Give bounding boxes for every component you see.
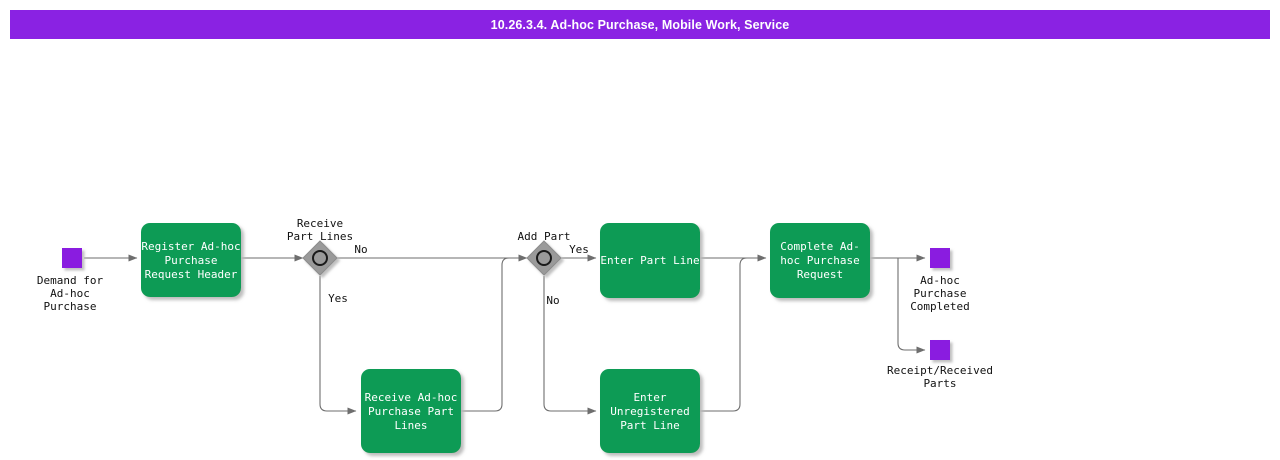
task-complete-label-line2: hoc Purchase	[780, 254, 859, 267]
task-receive-part-lines-label-line2: Purchase Part	[368, 405, 454, 418]
flow-label-gateway1-yes: Yes	[328, 292, 348, 305]
task-register-shape	[141, 223, 241, 297]
start-event-shape	[62, 248, 82, 268]
page-title: 10.26.3.4. Ad-hoc Purchase, Mobile Work,…	[490, 17, 790, 32]
start-event-label-line3: Purchase	[44, 300, 97, 313]
gateway-event-based-icon	[536, 250, 552, 266]
gateway-receive-part-lines-label-line2: Part Lines	[287, 230, 353, 243]
flow-gateway1-yes-to-receive-part-lines	[319, 276, 357, 415]
start-event-label-line1: Demand for	[37, 274, 104, 287]
diagram-title-bar: 10.26.3.4. Ad-hoc Purchase, Mobile Work,…	[10, 10, 1270, 39]
flow-complete-to-end-receipt	[897, 258, 926, 354]
task-receive-part-lines-shape	[361, 369, 461, 453]
task-enter-unregistered-part-line[interactable]: Enter Unregistered Part Line	[600, 369, 700, 453]
gateway-receive-part-lines[interactable]: Receive Part Lines	[287, 217, 353, 276]
task-receive-adhoc-purchase-part-lines[interactable]: Receive Ad-hoc Purchase Part Lines	[361, 369, 461, 453]
flow-label-gateway2-no: No	[546, 294, 559, 307]
gateway-event-based-icon	[312, 250, 328, 266]
end-event-receipt-label-line1: Receipt/Received	[887, 364, 993, 377]
task-complete-shape	[770, 223, 870, 298]
task-complete-label-line1: Complete Ad-	[780, 240, 859, 253]
flow-label-gateway1-no: No	[354, 243, 367, 256]
task-enter-unregistered-label-line3: Part Line	[620, 419, 680, 432]
end-event-receipt-label-line2: Parts	[923, 377, 956, 390]
task-enter-unregistered-label-line1: Enter	[633, 391, 666, 404]
start-event-label-line2: Ad-hoc	[50, 287, 90, 300]
task-register-label-line2: Purchase	[165, 254, 218, 267]
flow-gateway2-no-to-enter-unregistered	[543, 276, 597, 415]
task-register-label-line3: Request Header	[145, 268, 238, 281]
gateway-add-part-label: Add Part	[518, 230, 571, 243]
task-complete-adhoc-purchase-request[interactable]: Complete Ad- hoc Purchase Request	[770, 223, 870, 298]
task-enter-part-line-shape	[600, 223, 700, 298]
sequence-flows	[84, 254, 926, 415]
end-event-adhoc-purchase-completed[interactable]: Ad-hoc Purchase Completed	[910, 248, 970, 313]
task-enter-part-line[interactable]: Enter Part Line	[600, 223, 700, 298]
gateway-receive-part-lines-label-line1: Receive	[297, 217, 343, 230]
end-event-completed-label-line1: Ad-hoc	[920, 274, 960, 287]
end-event-completed-label-line3: Completed	[910, 300, 970, 313]
task-enter-unregistered-label-line2: Unregistered	[610, 405, 689, 418]
task-register-label-line1: Register Ad-hoc	[141, 240, 240, 253]
gateway-add-part[interactable]: Add Part	[518, 230, 571, 276]
start-event-demand-for-adhoc-purchase[interactable]: Demand for Ad-hoc Purchase	[37, 248, 104, 313]
task-receive-part-lines-label-line3: Lines	[394, 419, 427, 432]
end-event-receipt-received-parts[interactable]: Receipt/Received Parts	[887, 340, 993, 390]
task-register-adhoc-purchase-request-header[interactable]: Register Ad-hoc Purchase Request Header	[141, 223, 241, 297]
flow-receive-part-lines-to-gateway2	[461, 257, 527, 412]
task-enter-part-line-label: Enter Part Line	[600, 254, 699, 267]
end-event-completed-shape	[930, 248, 950, 268]
flow-enter-unregistered-to-complete	[700, 257, 766, 412]
end-event-completed-label-line2: Purchase	[914, 287, 967, 300]
task-receive-part-lines-label-line1: Receive Ad-hoc	[365, 391, 458, 404]
flow-label-gateway2-yes: Yes	[569, 243, 589, 256]
end-event-receipt-shape	[930, 340, 950, 360]
task-complete-label-line3: Request	[797, 268, 843, 281]
task-enter-unregistered-shape	[600, 369, 700, 453]
